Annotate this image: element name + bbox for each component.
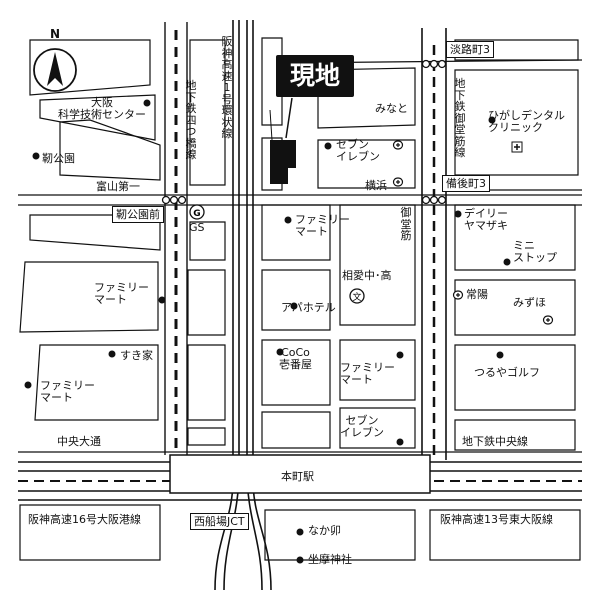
label-minato: みなと [375, 102, 408, 115]
school-icon: 文 [349, 288, 365, 304]
honmachi-station-box [169, 454, 431, 494]
traffic-signal-icon [161, 59, 447, 205]
label-gs: GS [189, 221, 205, 234]
label-tsuruya-golf: つるやゴルフ [474, 366, 540, 379]
label-tomiyama: 富山第一 [96, 180, 140, 193]
label-yotsubashi-line: 地下鉄四つ橋線 [185, 79, 197, 161]
label-bingomachi: 備後町3 [442, 175, 490, 192]
north-arrow-icon [33, 48, 77, 92]
svg-text:G: G [193, 209, 200, 219]
label-mizuho-bank: みずほ [513, 296, 546, 309]
label-jouyou-bank: 常陽 [466, 288, 488, 301]
label-midosuji: 御堂筋 [400, 206, 412, 242]
label-seven-eleven-top: セブン イレブン [336, 138, 380, 163]
label-aiai-high: 相愛中･高 [342, 269, 392, 282]
label-nakau: なか卯 [308, 524, 341, 537]
label-utsubo-park: 靭公園 [42, 152, 75, 165]
bank-icon [392, 140, 554, 325]
label-higashi-dental: ひがしデンタル クリニック [488, 109, 565, 134]
gas-station-icon: G [189, 204, 205, 220]
label-apa-hotel: アパホテル [281, 301, 336, 314]
label-seven-eleven-low: セブン イレブン [340, 414, 384, 439]
label-mido-line: 地下鉄御堂筋線 [454, 77, 466, 159]
label-hanshin-kanjo: 阪神高速1号環状線 [221, 35, 233, 140]
label-daily-yamazaki: デイリー ヤマザキ [464, 207, 508, 232]
label-familymart-lower: ファミリー マート [40, 379, 95, 404]
expressway-loop-1 [214, 20, 272, 591]
label-coco-ichibanya: CoCo 壱番屋 [279, 346, 312, 371]
label-awajimachi: 淡路町3 [446, 41, 494, 58]
label-chuo-odori: 中央大通 [57, 435, 101, 448]
midosuji-street [421, 28, 447, 460]
label-honmachi-station: 本町駅 [281, 470, 314, 483]
label-nishisenba-jct: 西船場JCT [190, 513, 249, 530]
label-hanshin-16: 阪神高速16号大阪港線 [28, 513, 141, 526]
label-chuo-line: 地下鉄中央線 [462, 435, 528, 448]
label-familymart-mid: ファミリー マート [340, 361, 395, 386]
label-familymart-left: ファミリー マート [94, 281, 149, 306]
label-hanshin-13: 阪神高速13号東大阪線 [440, 513, 553, 526]
site-label: 現地 [276, 55, 354, 97]
site-building [270, 140, 296, 184]
north-label: N [50, 27, 61, 41]
label-utsubo-koen-mae: 靭公園前 [112, 206, 164, 223]
svg-text:文: 文 [352, 291, 361, 303]
label-ministop: ミニ ストップ [513, 239, 557, 264]
label-sukiya: すき家 [120, 349, 153, 362]
label-familymart-center: ファミリー マート [295, 213, 350, 238]
block-outlines [19, 37, 581, 561]
label-osaka-science-center: 大阪 科学技術センター [58, 96, 146, 121]
clinic-icon [511, 141, 523, 153]
label-yokohama-bank: 横浜 [365, 179, 387, 192]
landmark-dots [24, 99, 511, 564]
label-zama-jinja: 坐摩神社 [308, 553, 352, 566]
